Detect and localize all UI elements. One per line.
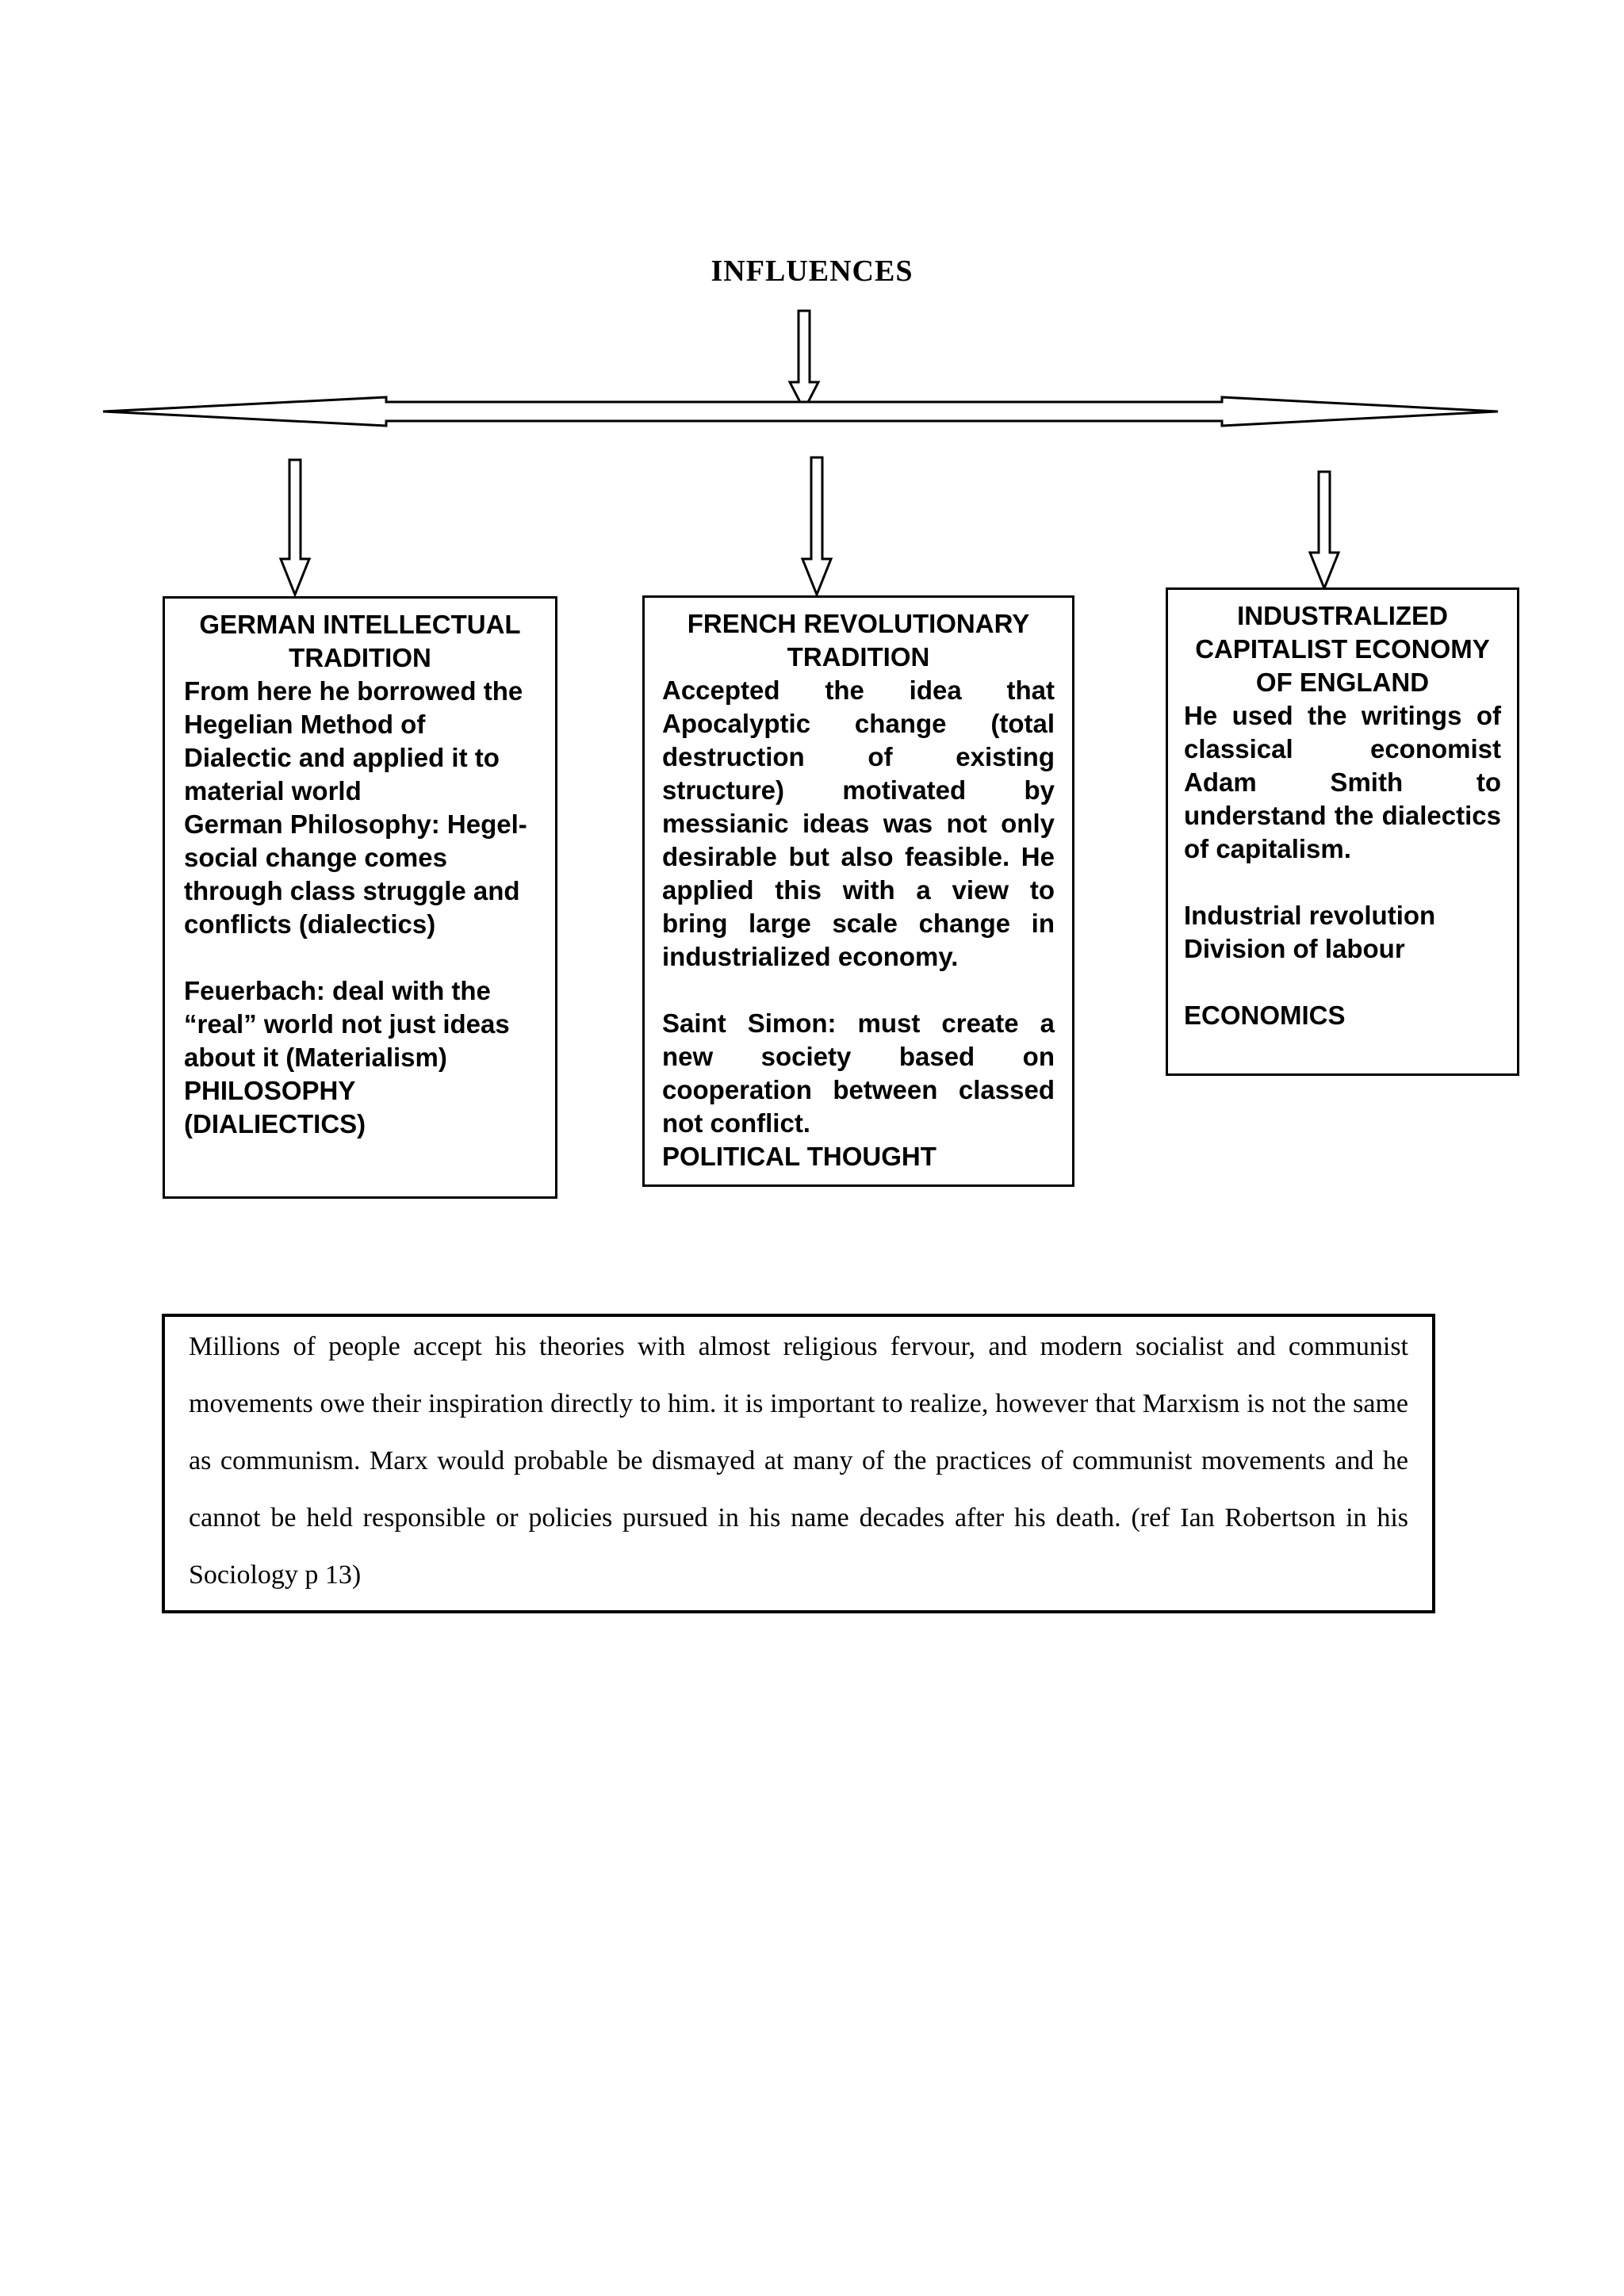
footnote-box: Millions of people accept his theories w… — [162, 1314, 1435, 1613]
influence-box-industrialized-capitalist-economy: INDUSTRALIZED CAPITALIST ECONOMY OF ENGL… — [1166, 587, 1519, 1076]
box-title: GERMAN INTELLECTUAL TRADITION — [199, 610, 521, 672]
box-paragraph: Accepted the idea that Apocalyptic chang… — [662, 675, 1055, 971]
box-paragraph: ECONOMICS — [1184, 1001, 1346, 1030]
box-paragraph: Industrial revolution — [1184, 901, 1436, 930]
spacer — [184, 941, 536, 974]
box-paragraph: PHILOSOPHY (DIALIECTICS) — [184, 1076, 366, 1138]
box-title: INDUSTRALIZED CAPITALIST ECONOMY OF ENGL… — [1195, 601, 1490, 697]
page-title: INFLUENCES — [710, 254, 914, 288]
down-arrow-icon — [278, 458, 312, 599]
box-paragraph: Saint Simon: must create a new society b… — [662, 1008, 1055, 1138]
box-paragraph: German Philosophy: Hegel- social change … — [184, 809, 527, 939]
box-paragraph: POLITICAL THOUGHT — [662, 1142, 936, 1171]
spacer — [1184, 866, 1501, 899]
down-arrow-icon — [1308, 470, 1341, 592]
footnote-text: Millions of people accept his theories w… — [189, 1332, 1408, 1590]
spacer — [662, 974, 1055, 1007]
box-paragraph: He used the writings of classical econom… — [1184, 701, 1501, 863]
box-title: FRENCH REVOLUTIONARY TRADITION — [687, 609, 1030, 672]
double-headed-arrow-icon — [102, 396, 1499, 427]
box-paragraph: From here he borrowed the Hegelian Metho… — [184, 676, 523, 806]
influence-box-german-intellectual-tradition: GERMAN INTELLECTUAL TRADITION From here … — [163, 596, 557, 1199]
influence-box-french-revolutionary-tradition: FRENCH REVOLUTIONARY TRADITION Accepted … — [642, 595, 1074, 1187]
down-arrow-icon — [787, 309, 821, 413]
spacer — [1184, 966, 1501, 999]
down-arrow-icon — [800, 456, 833, 599]
box-paragraph: Division of labour — [1184, 934, 1405, 963]
box-paragraph: Feuerbach: deal with the “real” world no… — [184, 976, 510, 1072]
